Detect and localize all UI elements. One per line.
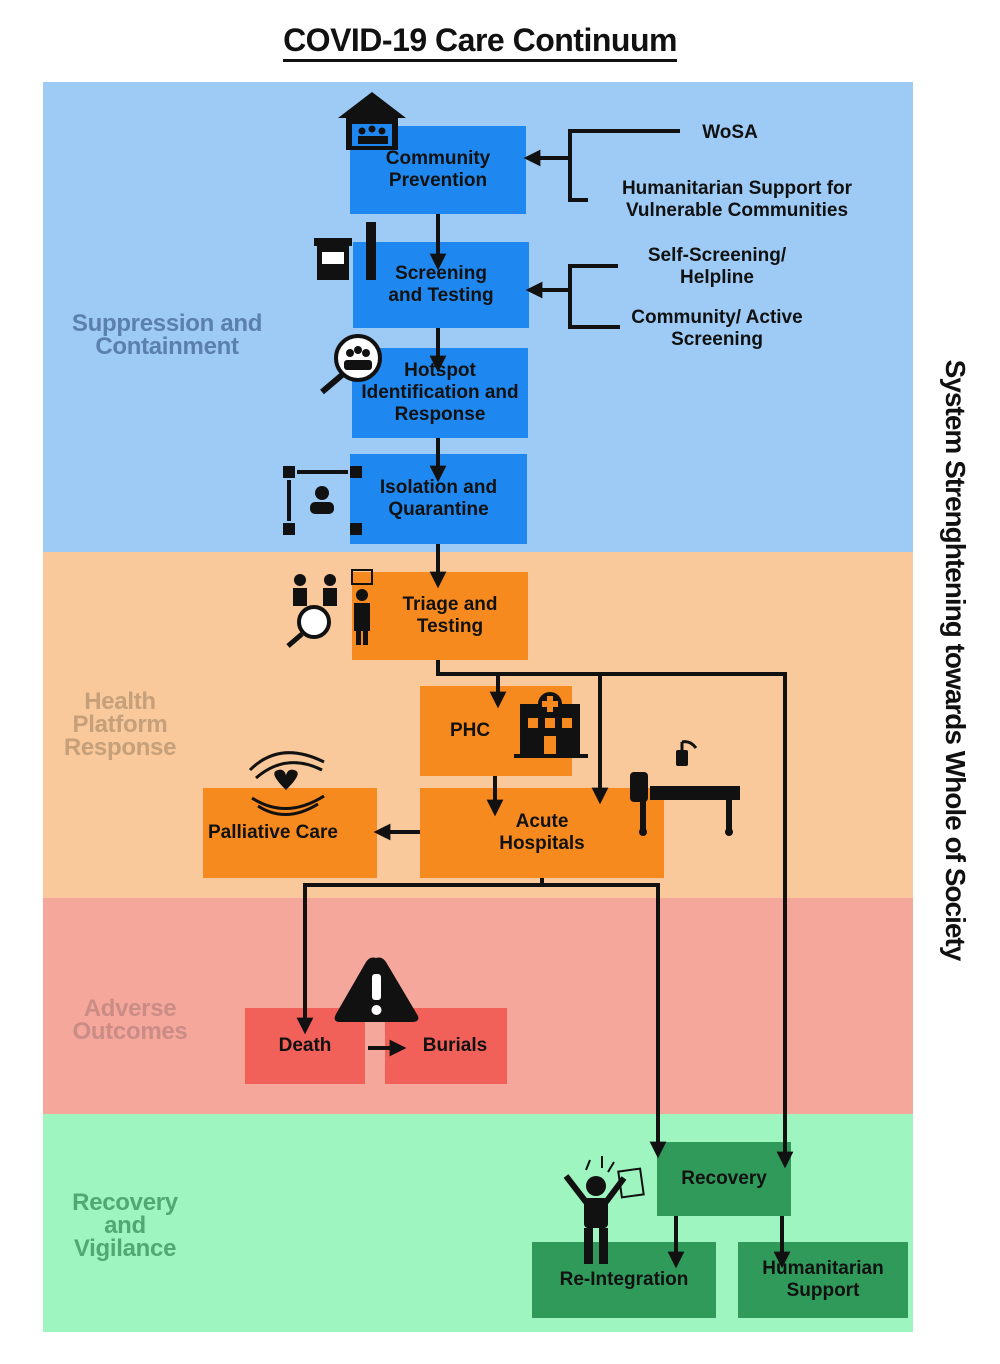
box-acute: Acute Hospitals bbox=[420, 788, 664, 878]
box-community-prevention-label: Community Prevention bbox=[385, 148, 491, 191]
line-triage-to-recovery bbox=[600, 672, 794, 1169]
box-humanitarian-label: Humanitarian Support bbox=[762, 1258, 884, 1301]
band-label-recovery: Recovery and Vigilance bbox=[72, 1189, 178, 1262]
box-burials-label: Burials bbox=[422, 1035, 488, 1056]
box-recovery-label: Recovery bbox=[681, 1168, 767, 1189]
home-community-icon bbox=[338, 92, 406, 150]
box-recovery: Recovery bbox=[657, 1142, 791, 1216]
magnifier-people-icon bbox=[320, 334, 382, 395]
care-hands-heart-icon bbox=[248, 751, 325, 816]
bracket-screening bbox=[568, 264, 620, 329]
box-hotspot-label: Hotspot Identification and Response bbox=[361, 360, 519, 425]
test-tube-icon bbox=[314, 222, 376, 280]
hospital-bed-icon bbox=[630, 740, 740, 836]
input-self-screening: Self-Screening/ Helpline bbox=[647, 245, 787, 288]
diagram-title: COVID-19 Care Continuum bbox=[0, 22, 960, 62]
isolation-person-icon bbox=[283, 466, 362, 535]
box-screening-testing-label: Screening and Testing bbox=[388, 263, 494, 306]
triage-people-icon bbox=[286, 569, 373, 648]
box-isolation-label: Isolation and Quarantine bbox=[379, 477, 498, 520]
hospital-building-icon bbox=[514, 692, 588, 758]
box-reintegration-label: Re-Integration bbox=[559, 1269, 689, 1290]
box-triage-label: Triage and Testing bbox=[402, 594, 498, 637]
input-humanitarian-vulnerable: Humanitarian Support for Vulnerable Comm… bbox=[621, 178, 853, 221]
bracket-wosa bbox=[568, 129, 680, 202]
box-hotspot: Hotspot Identification and Response bbox=[352, 348, 528, 438]
box-phc-label: PHC bbox=[450, 720, 491, 741]
box-death-label: Death bbox=[278, 1035, 332, 1056]
band-label-adverse: Adverse Outcomes bbox=[72, 995, 188, 1045]
box-palliative-label: Palliative Care bbox=[208, 822, 338, 843]
box-humanitarian: Humanitarian Support bbox=[738, 1242, 908, 1318]
box-palliative: Palliative Care bbox=[203, 788, 377, 878]
input-community-screening: Community/ Active Screening bbox=[631, 307, 803, 350]
box-acute-label: Acute Hospitals bbox=[499, 811, 585, 854]
box-reintegration: Re-Integration bbox=[532, 1242, 716, 1318]
line-acute-to-recovery bbox=[542, 883, 667, 1159]
input-wosa: WoSA bbox=[702, 122, 758, 143]
line-triage-to-phc bbox=[436, 660, 507, 709]
band-label-health: Health Platform Response bbox=[63, 688, 177, 761]
line-acute-to-death bbox=[296, 878, 544, 1035]
celebrating-person-icon bbox=[563, 1156, 645, 1264]
warning-icon bbox=[334, 957, 419, 1022]
band-label-suppression: Suppression and Containment bbox=[71, 310, 263, 360]
